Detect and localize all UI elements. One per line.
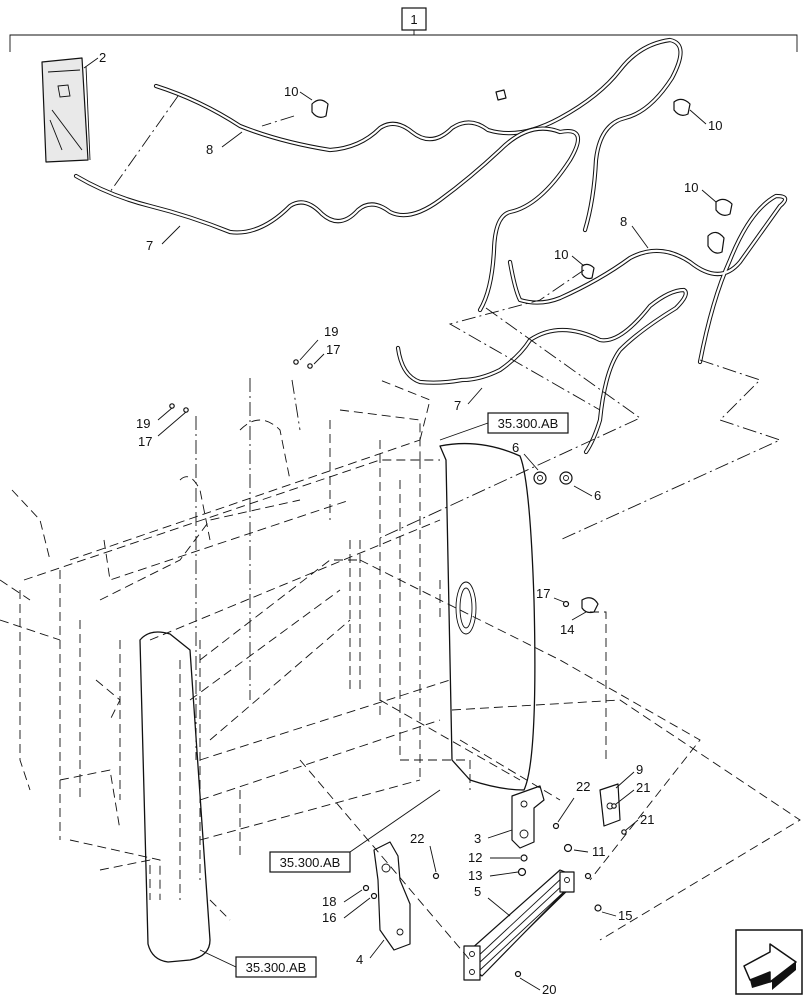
callout-13: 13	[468, 868, 482, 883]
clip-10-d	[581, 263, 595, 280]
bracket-4	[373, 841, 411, 951]
clip-10-b	[673, 98, 691, 116]
callout-10-d: 10	[554, 247, 568, 262]
oil-cooler-5	[463, 869, 575, 981]
callout-22-a: 22	[576, 779, 590, 794]
manual-booklet-icon	[41, 57, 91, 163]
callout-1: 1	[410, 12, 417, 27]
hose-7-lower	[395, 287, 688, 455]
radiator-frame	[0, 379, 471, 921]
callout-15: 15	[618, 908, 632, 923]
callout-20: 20	[542, 982, 556, 997]
callout-2: 2	[99, 50, 106, 65]
callout-17-a: 17	[326, 342, 340, 357]
ref-label-mid: 35.300.AB	[280, 855, 341, 870]
callout-8-lower: 8	[620, 214, 627, 229]
callout-14: 14	[560, 622, 574, 637]
callout-5: 5	[474, 884, 481, 899]
clip-10-c	[715, 198, 733, 216]
clip-10-a	[311, 99, 329, 118]
callout-19-b: 19	[136, 416, 150, 431]
callout-8-upper: 8	[206, 142, 213, 157]
callout-16: 16	[322, 910, 336, 925]
ref-label-top: 35.300.AB	[498, 416, 559, 431]
callout-10-c: 10	[684, 180, 698, 195]
callout-12: 12	[468, 850, 482, 865]
callout-6-a: 6	[512, 440, 519, 455]
grommet-6-a	[533, 471, 547, 485]
callout-17-b: 17	[138, 434, 152, 449]
ref-box-mid[interactable]	[269, 851, 351, 873]
plate-9	[599, 783, 621, 827]
grommet-6-b	[559, 471, 573, 485]
assembly-bracket: 1	[9, 7, 798, 52]
callout-3: 3	[474, 831, 481, 846]
callout-21-a: 21	[636, 780, 650, 795]
hose-8-upper	[153, 37, 683, 233]
callout-10-a: 10	[284, 84, 298, 99]
side-panel	[139, 442, 536, 963]
callout-7-lower: 7	[454, 398, 461, 413]
callout-7-upper: 7	[146, 238, 153, 253]
ref-label-bottom: 35.300.AB	[246, 960, 307, 975]
callout-10-b: 10	[708, 118, 722, 133]
callout-9: 9	[636, 762, 643, 777]
callout-4: 4	[356, 952, 363, 967]
bracket-3	[511, 785, 545, 849]
callout-11: 11	[592, 844, 606, 859]
hose-7-upper	[73, 126, 581, 313]
callout-18: 18	[322, 894, 336, 909]
callout-6-b: 6	[594, 488, 601, 503]
callout-22-b: 22	[410, 831, 424, 846]
callout-17-c: 17	[536, 586, 550, 601]
callout-19-a: 19	[324, 324, 338, 339]
hose-8-lower	[507, 193, 788, 365]
callout-21-b: 21	[640, 812, 654, 827]
next-arrow-icon[interactable]	[735, 929, 803, 995]
